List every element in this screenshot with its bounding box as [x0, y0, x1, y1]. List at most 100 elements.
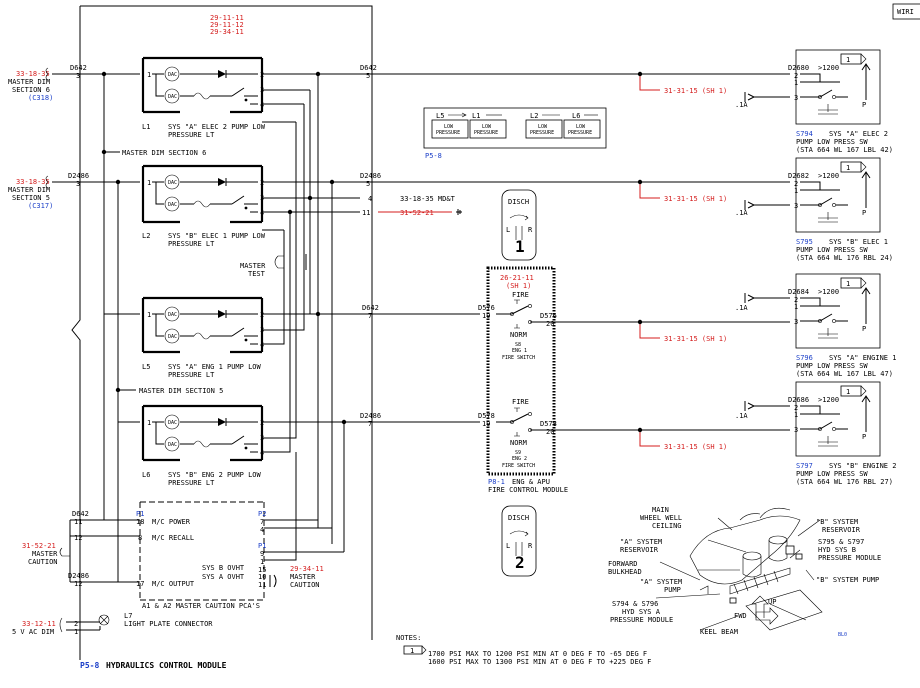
svg-text:5: 5 — [366, 180, 370, 188]
svg-text:2: 2 — [794, 180, 798, 188]
disch-2-label: DISCH — [508, 514, 529, 522]
svg-text:1: 1 — [846, 164, 850, 172]
svg-text:11: 11 — [258, 581, 266, 589]
panel-L2-id: L2 — [530, 112, 538, 120]
sensor-S796: 1 D2684 >1200 2 1 3 P .1A — [735, 273, 881, 349]
svg-text:3: 3 — [794, 318, 798, 326]
loc-code: BL0 — [838, 632, 847, 638]
disch-switch-1 — [501, 189, 537, 261]
ac-dim-wires — [66, 621, 100, 631]
sensor-S794-title: SYS "A" ELEC 2 — [829, 130, 888, 138]
svg-text:.1A: .1A — [735, 101, 748, 109]
svg-text:P2: P2 — [258, 510, 266, 518]
svg-text:12: 12 — [74, 580, 82, 588]
notes-line1: 1700 PSI MAX TO 1200 PSI MIN AT 0 DEG F … — [428, 650, 647, 658]
panel-L6-lamp — [563, 119, 601, 139]
location-illustration — [655, 507, 823, 631]
svg-text:2: 2 — [260, 311, 264, 319]
sensor-S796-id: S796 — [796, 354, 813, 362]
wire-label-d2486-1: D2486 — [360, 172, 381, 180]
light-L1-title: SYS "A" ELEC 2 PUMP LOW — [168, 123, 266, 131]
svg-text:2: 2 — [260, 71, 264, 79]
svg-text:P: P — [862, 101, 866, 109]
loc-s795-3: PRESSURE MODULE — [818, 554, 881, 562]
svg-text:10: 10 — [258, 573, 266, 581]
svg-text:D578: D578 — [540, 420, 557, 428]
panel-L5-lamp — [431, 119, 469, 139]
svg-text:5: 5 — [366, 72, 370, 80]
sensor-S797-id: S797 — [796, 462, 813, 470]
bus-d2486-vertical — [117, 182, 140, 423]
light-plate-connector — [98, 614, 110, 626]
svg-text:S9: S9 — [515, 450, 521, 456]
svg-text:4: 4 — [368, 195, 372, 203]
svg-text:P: P — [862, 209, 866, 217]
svg-text:1: 1 — [846, 388, 850, 396]
panel-ref: P5-8 — [425, 152, 442, 160]
fire-module-line1: ENG & APU — [512, 478, 550, 486]
svg-text:DAC: DAC — [168, 312, 177, 318]
svg-text:LOW: LOW — [444, 124, 454, 130]
mc-output-wire — [70, 422, 140, 583]
master-test-2: TEST — [248, 270, 266, 278]
brace-2 — [45, 175, 49, 189]
light-L6-id: L6 — [142, 471, 150, 479]
sensor-S795-title: SYS "B" ELEC 1 — [829, 238, 888, 246]
light-L6-title: SYS "B" ENG 2 PUMP LOW — [168, 471, 262, 479]
svg-text:>1200: >1200 — [818, 288, 839, 296]
svg-text:R: R — [528, 226, 533, 234]
svg-text:PRESSURE: PRESSURE — [474, 130, 498, 136]
ac-dim-conn-id: L7 — [124, 612, 132, 620]
mc-master-caution-2: CAUTION — [28, 558, 58, 566]
mc-right-wires — [264, 452, 344, 561]
loc-s795-2: HYD SYS B — [818, 546, 856, 554]
disch-2-num: 2 — [515, 553, 525, 572]
svg-text:1: 1 — [794, 411, 798, 419]
svg-text:>1200: >1200 — [818, 396, 839, 404]
svg-text:1: 1 — [846, 280, 850, 288]
svg-text:FIRE SWITCH: FIRE SWITCH — [502, 355, 535, 361]
svg-text:D2486: D2486 — [68, 572, 89, 580]
ref-sh1-2: 31-31-15 (SH 1) — [664, 195, 727, 203]
sensor-S796-sub: PUMP LOW PRESS SW — [796, 362, 868, 370]
top-ref-3: 29-34-11 — [210, 28, 244, 36]
loc-b-res-2: RESERVOIR — [822, 526, 861, 534]
fire-label-1: FIRE — [512, 291, 529, 299]
svg-text:D576: D576 — [478, 304, 495, 312]
left-src1-line1: MASTER DIM — [8, 78, 50, 86]
svg-text:2: 2 — [260, 419, 264, 427]
footer-ref: P5-8 — [80, 661, 99, 670]
master-caution-pca — [139, 501, 265, 601]
svg-text:D576: D576 — [540, 312, 557, 320]
ac-dim-conn-label: LIGHT PLATE CONNECTOR — [124, 620, 213, 628]
ref-sh1-wire-1 — [639, 74, 660, 91]
left-src2-line2: SECTION 5 — [12, 194, 50, 202]
loc-main-1: MAIN — [652, 506, 669, 514]
ref-sh1-4: 31-31-15 (SH 1) — [664, 443, 727, 451]
mc-sysa: SYS A OVHT — [202, 573, 245, 581]
svg-text:DAC: DAC — [168, 442, 177, 448]
module-boundary-left — [71, 6, 81, 660]
svg-text:P1: P1 — [136, 510, 144, 518]
left-src1-conn: (C318) — [28, 94, 53, 102]
ac-dim-ref: 33-12-11 — [22, 620, 56, 628]
loc-a-pump-1: "A" SYSTEM — [640, 578, 682, 586]
svg-text:11: 11 — [74, 518, 82, 526]
svg-text:.1A: .1A — [735, 304, 748, 312]
svg-text:D2680: D2680 — [788, 64, 809, 72]
sensor-S794-id: S794 — [796, 130, 813, 138]
svg-text:19: 19 — [482, 312, 490, 320]
norm-label-1: NORM — [510, 331, 527, 339]
left-src2-conn: (C317) — [28, 202, 53, 210]
mc-pca-label: A1 & A2 MASTER CAUTION PCA'S — [142, 602, 260, 610]
sensor-S797-sta: (STA 664 WL 176 RBL 27) — [796, 478, 893, 486]
svg-text:DAC: DAC — [168, 180, 177, 186]
light-L5-sub: PRESSURE LT — [168, 371, 215, 379]
svg-text:D2686: D2686 — [788, 396, 809, 404]
norm-label-2: NORM — [510, 439, 527, 447]
fire-switch-s8 — [496, 305, 560, 323]
svg-text:4: 4 — [260, 341, 264, 349]
sensor-S797-title: SYS "B" ENGINE 2 — [829, 462, 896, 470]
loc-fwd: FWD — [734, 612, 747, 620]
